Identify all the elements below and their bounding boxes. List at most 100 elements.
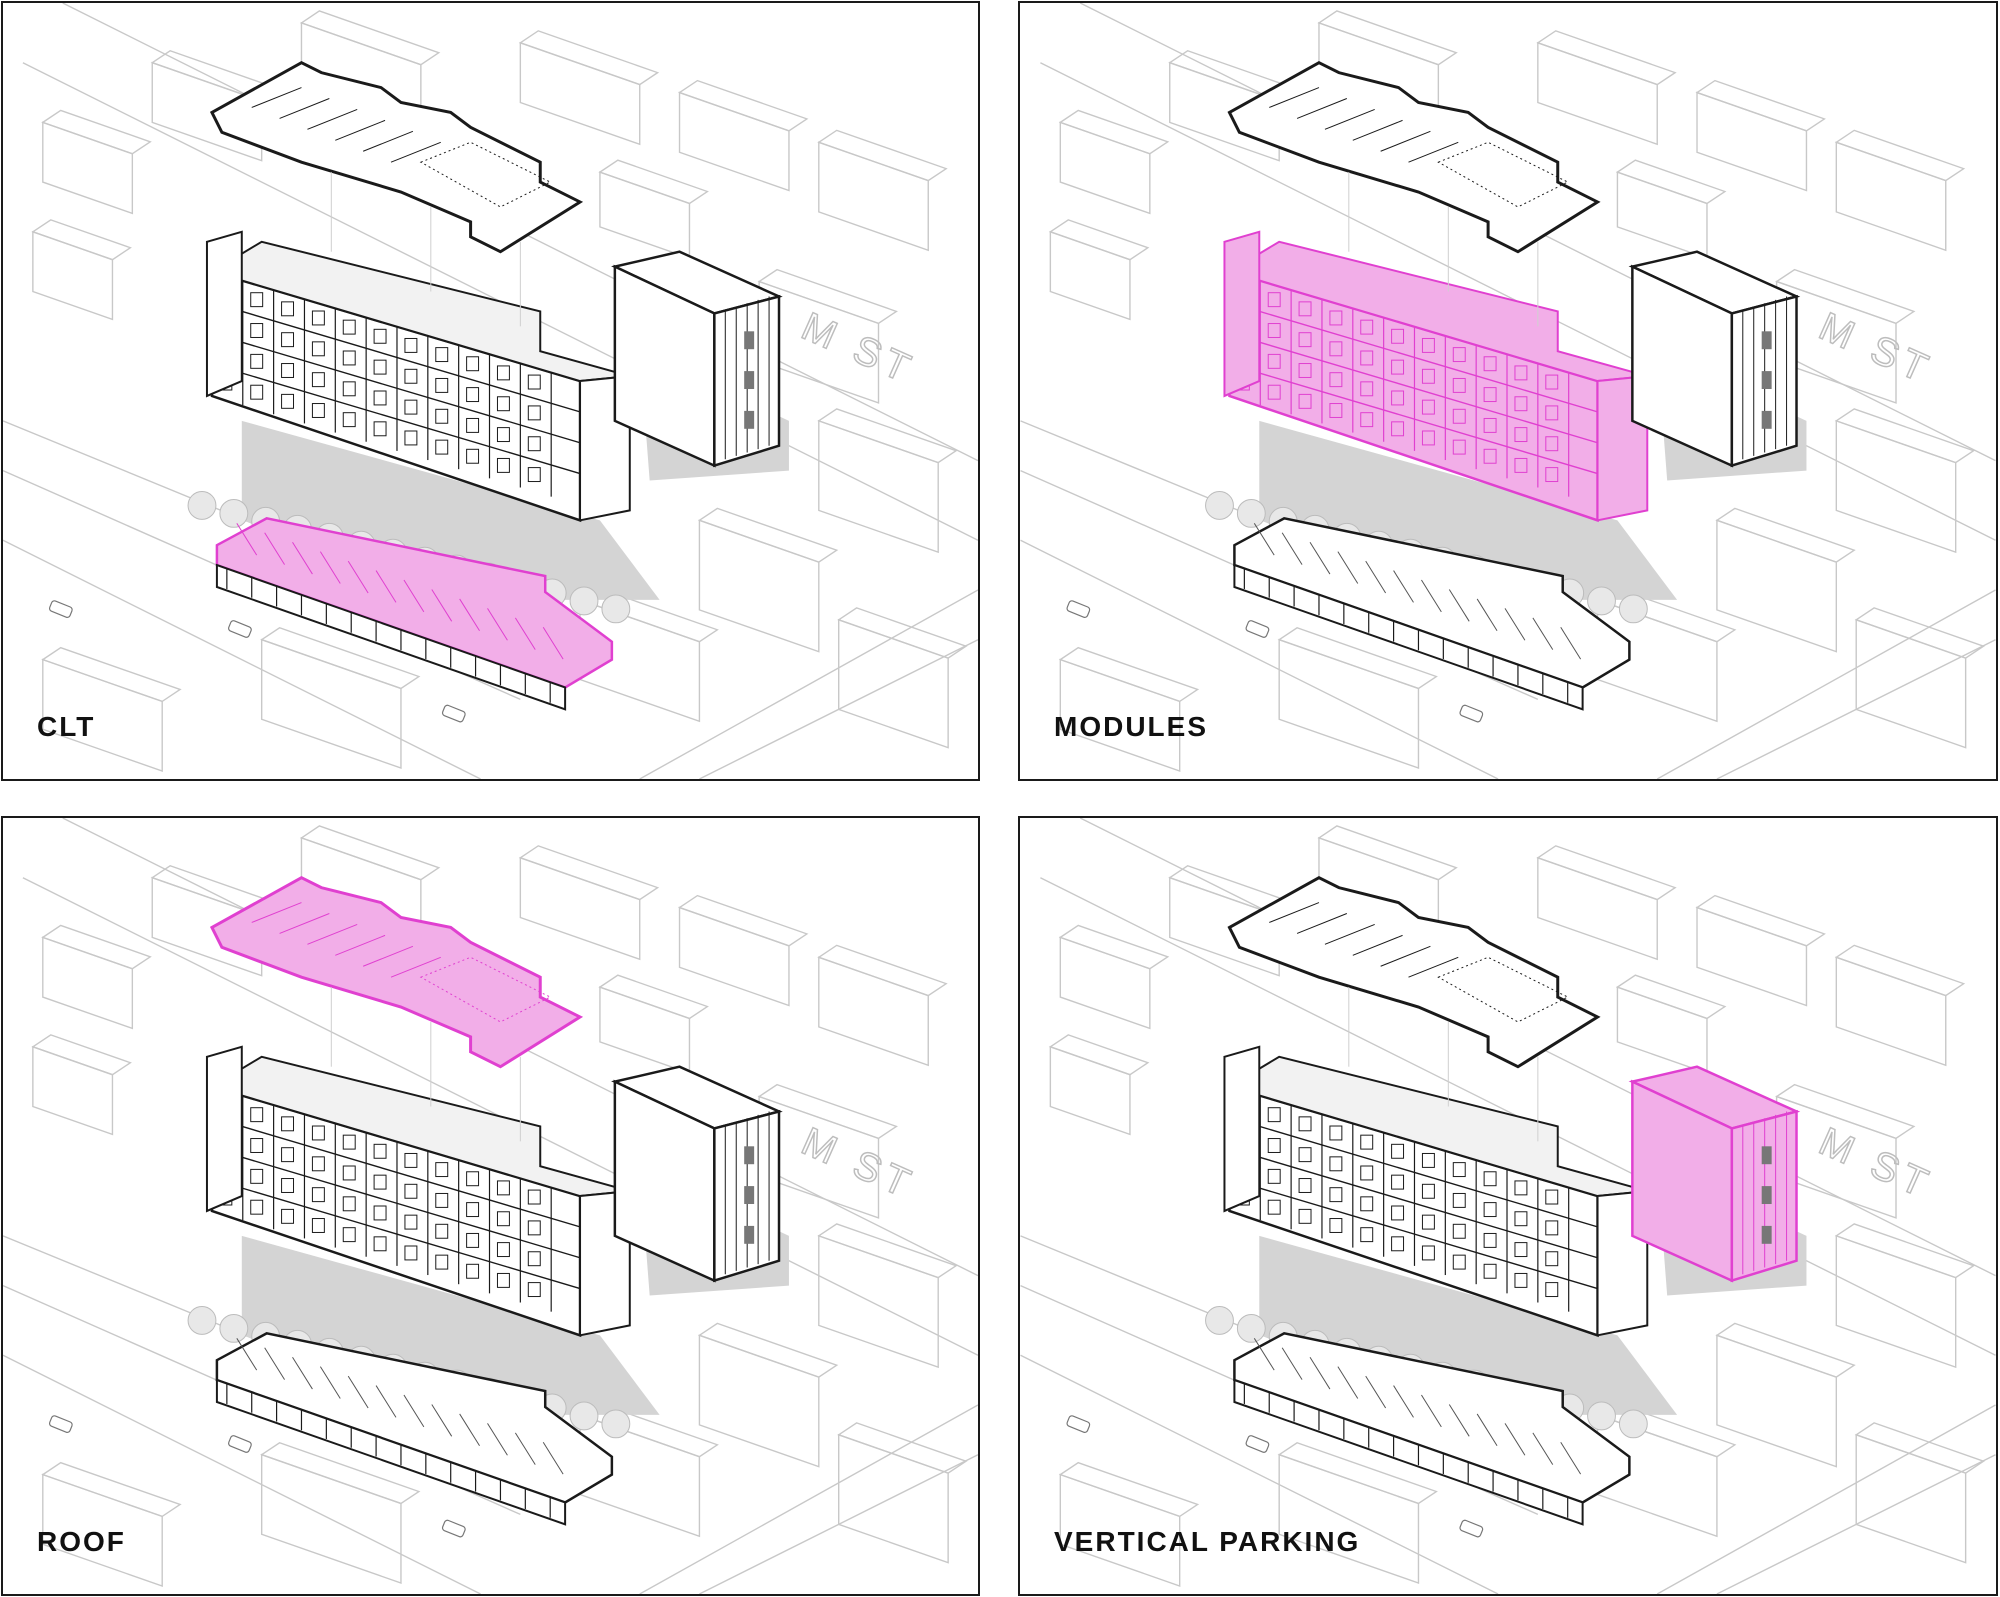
context-building-roof [817, 408, 958, 464]
solar-array-row [1408, 141, 1459, 163]
context-building [1049, 1045, 1131, 1136]
window [1514, 1211, 1528, 1227]
window [250, 1138, 264, 1153]
tree [219, 1313, 249, 1343]
window [1452, 1162, 1466, 1178]
context-building-roof [1775, 1083, 1916, 1140]
residential-modules [205, 230, 631, 523]
clt-panel-joint [264, 1347, 285, 1380]
context-city [1020, 818, 1996, 1594]
clt-panel-joint [1476, 598, 1498, 632]
axonometric-diagram: M ST [1020, 3, 1996, 779]
clt-panel-joint [1532, 1432, 1554, 1465]
clt-panel-joint [1337, 551, 1359, 584]
explode-guides [330, 172, 521, 327]
explode-guides [1348, 987, 1539, 1142]
solar-array-row [335, 934, 386, 956]
roof-outline [1227, 876, 1601, 1069]
window [496, 1242, 510, 1258]
window [1298, 1178, 1312, 1193]
context-building [1716, 1334, 1838, 1468]
clt-podium [215, 1332, 614, 1526]
building-shadow [241, 420, 660, 600]
context-building-roof [1058, 646, 1200, 703]
parking-opening [744, 1225, 755, 1244]
context-building-roof [677, 894, 809, 947]
window [1360, 319, 1374, 335]
clt-panel-joint [1421, 579, 1442, 613]
solar-array-row [1269, 87, 1320, 108]
window [281, 1147, 295, 1163]
window [1452, 439, 1466, 455]
clt-panel-joint [542, 1442, 564, 1475]
tree [1236, 498, 1266, 528]
solar-array-row [1324, 108, 1375, 130]
context-building-roof [1317, 10, 1458, 66]
panel-label: VERTICAL PARKING [1054, 1526, 1361, 1557]
clt-panel-joint [292, 541, 313, 575]
window [1298, 332, 1312, 348]
window [281, 1116, 295, 1132]
car [48, 1415, 73, 1433]
window [1514, 457, 1528, 473]
window [1267, 1168, 1281, 1184]
panel-clt: M ST CLT [1, 1, 980, 781]
window [1391, 421, 1405, 437]
solar-array-row [1296, 98, 1348, 119]
window [1545, 405, 1559, 421]
parking-opening [1761, 331, 1772, 350]
clt-panel-joint [514, 617, 536, 650]
window [250, 292, 264, 308]
window [1514, 427, 1528, 443]
tree [187, 490, 217, 520]
context-building [599, 986, 691, 1075]
window [1545, 467, 1559, 483]
context-building [1049, 230, 1131, 321]
window [1267, 1138, 1281, 1153]
clt-panel-joint [1504, 1423, 1526, 1456]
context-building-roof [518, 30, 660, 86]
roof-deck-pattern [419, 141, 552, 208]
window [1483, 417, 1497, 433]
tree [1205, 1305, 1234, 1335]
context-building [1616, 171, 1708, 260]
context-building-roof [1536, 845, 1677, 901]
window [1298, 301, 1312, 317]
clt-panel-joint [459, 598, 480, 632]
window [1514, 1242, 1528, 1258]
parking-tower [611, 250, 783, 468]
stair-tower [205, 1045, 243, 1213]
clt-panel-joint [459, 1413, 480, 1447]
clt-panel-joint [347, 1375, 369, 1409]
car [228, 620, 252, 638]
window [527, 1189, 541, 1205]
window [342, 319, 356, 335]
tree [1236, 1313, 1266, 1343]
context-building [519, 41, 641, 146]
context-building-roof [757, 268, 898, 325]
context-building-roof [1536, 30, 1677, 86]
context-building-roof [41, 924, 152, 970]
window [281, 332, 295, 348]
parking-opening [744, 1186, 755, 1205]
context-building-roof [697, 1322, 839, 1378]
clt-panel-joint [542, 627, 564, 660]
window [281, 1208, 295, 1224]
window [1545, 1220, 1559, 1236]
clt-panel-joint [1560, 1442, 1582, 1475]
window [466, 1202, 480, 1218]
street-label: M ST [1813, 304, 1940, 393]
window [527, 374, 541, 390]
panel-modules: M ST MODULES [1018, 1, 1998, 781]
window [342, 1165, 356, 1181]
roof-deck [209, 876, 584, 1069]
window [435, 377, 449, 393]
window [1267, 353, 1281, 369]
window [1329, 1187, 1343, 1203]
solar-array-row [307, 108, 358, 130]
car [441, 704, 466, 723]
window [1514, 1272, 1528, 1288]
window [250, 1199, 264, 1215]
context-building-roof [817, 944, 948, 997]
solar-array-row [390, 956, 441, 978]
